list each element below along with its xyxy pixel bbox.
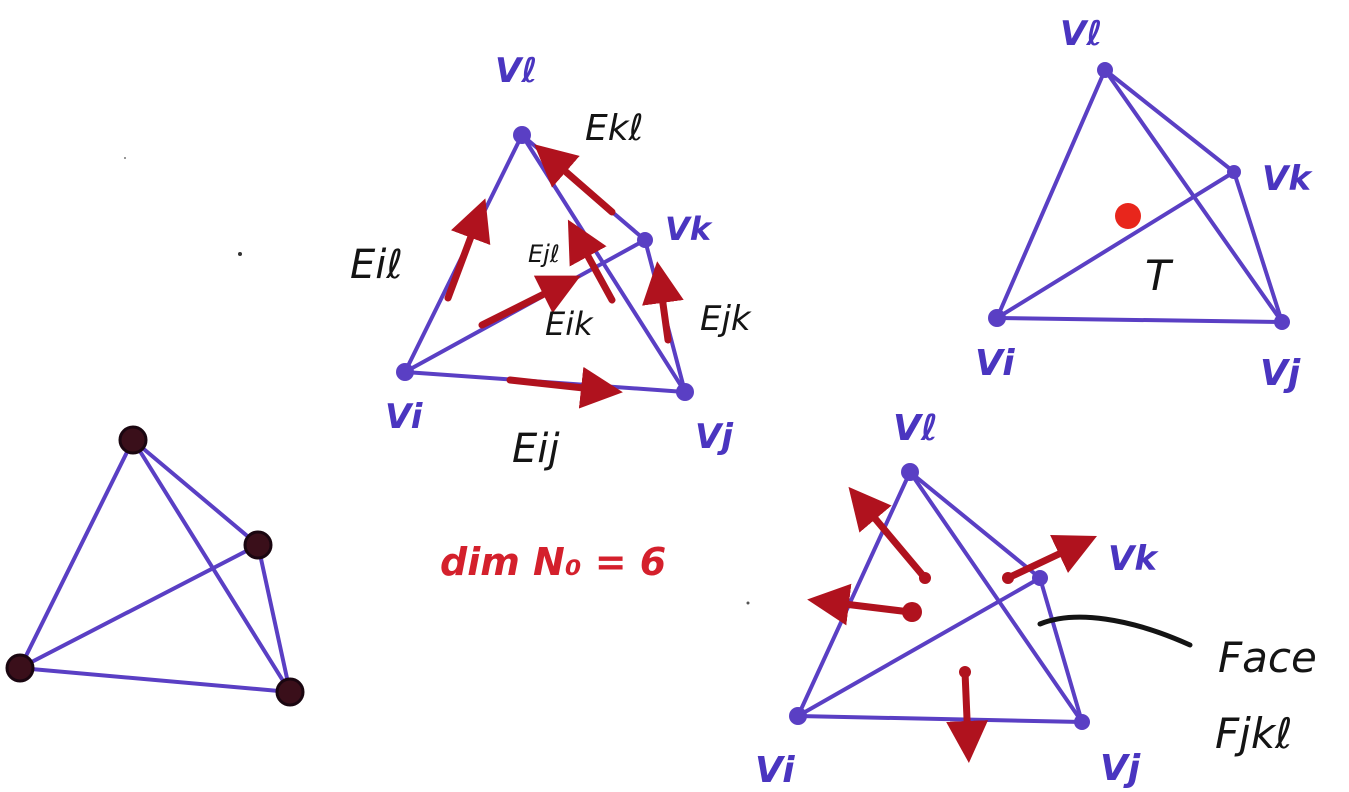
edge: [131, 438, 292, 694]
caption-dim: dim N₀ = 6: [440, 540, 666, 584]
vertex-dot: [676, 383, 694, 401]
face-pointer-line: [1037, 614, 1193, 648]
label-face-word: Face: [1218, 633, 1317, 682]
label-v-bottom-right: Vj: [1100, 748, 1141, 789]
ink-speck: [124, 157, 126, 159]
label-v-right: Vk: [665, 210, 713, 248]
vertex-dot: [1227, 165, 1241, 179]
face-normal-dot: [919, 572, 931, 584]
edge: [1232, 170, 1284, 324]
vertex-dot: [1274, 314, 1290, 330]
label-v-top: Vℓ: [495, 51, 537, 91]
volume-element-tetrahedron: Vℓ Vk Vi Vj T: [975, 14, 1313, 394]
ink-speck: [238, 252, 242, 256]
label-e-kl: Ekℓ: [585, 108, 643, 149]
edge: [995, 316, 1284, 324]
label-t: T: [1145, 251, 1174, 300]
vertex-dot: [5, 653, 35, 683]
vertex-dot: [988, 309, 1006, 327]
label-e-ik: Eik: [545, 305, 594, 343]
arrow-e-jl: [567, 219, 616, 304]
edge: [995, 68, 1107, 320]
edge: [796, 714, 1084, 724]
label-e-il: Eiℓ: [350, 242, 403, 288]
vertex-dot: [1032, 570, 1048, 586]
arrow-e-il: [444, 198, 491, 302]
edge: [18, 438, 135, 670]
volume-dof-dot: [1115, 203, 1141, 229]
vertex-dot: [275, 677, 305, 707]
plain-tetrahedron: [5, 425, 305, 707]
edge: [1103, 68, 1236, 174]
edge: [908, 470, 1084, 724]
label-v-bottom-right: Vj: [1260, 353, 1301, 394]
edge-element-tetrahedron: Vℓ Vk Vi Vj Ekℓ Eiℓ Ejℓ Eik Ejk Eij dim …: [350, 51, 752, 584]
edge: [796, 470, 912, 718]
arrow-e-jk: [642, 261, 684, 344]
face-normal-dot: [1002, 572, 1014, 584]
edge: [908, 470, 1042, 580]
label-v-right: Vk: [1108, 539, 1159, 579]
edge: [995, 170, 1236, 320]
vertex-dot: [396, 363, 414, 381]
label-e-jl: Ejℓ: [528, 240, 560, 268]
label-v-top: Vℓ: [1060, 14, 1102, 54]
edge: [796, 576, 1042, 718]
face-normal-arrow: [946, 668, 989, 763]
vertex-dot: [243, 530, 273, 560]
label-v-left: Vi: [755, 750, 795, 791]
edge: [1038, 576, 1084, 724]
edge: [18, 543, 260, 670]
face-element-tetrahedron: Vℓ Vk Vi Vj Face Fjkℓ: [755, 408, 1317, 791]
label-v-bottom-right: Vj: [695, 417, 734, 457]
vertex-dot: [637, 232, 653, 248]
face-normal-dot: [902, 602, 922, 622]
label-v-left: Vi: [975, 343, 1015, 384]
ink-speck: [746, 601, 750, 605]
vertex-dot: [513, 126, 531, 144]
edge: [18, 666, 292, 694]
label-v-right: Vk: [1262, 159, 1313, 199]
edge: [256, 543, 292, 694]
label-v-left: Vi: [385, 397, 424, 437]
edge: [131, 438, 260, 547]
label-face-name: Fjkℓ: [1215, 709, 1293, 758]
face-normal-dot: [959, 666, 971, 678]
label-v-top: Vℓ: [893, 408, 938, 449]
vertex-dot: [1097, 62, 1113, 78]
face-normal-arrow: [848, 486, 929, 582]
face-normal-arrow: [807, 583, 914, 626]
vertex-dot: [1074, 714, 1090, 730]
arrow-e-ik: [478, 275, 581, 329]
vertex-dot: [118, 425, 148, 455]
arrow-e-kl: [534, 144, 616, 216]
arrow-e-ij: [506, 366, 623, 409]
label-e-ij: Eij: [512, 426, 560, 472]
vertex-dot: [789, 707, 807, 725]
vertex-dot: [901, 463, 919, 481]
label-e-jk: Ejk: [700, 299, 752, 339]
face-normal-arrow: [1004, 534, 1097, 582]
